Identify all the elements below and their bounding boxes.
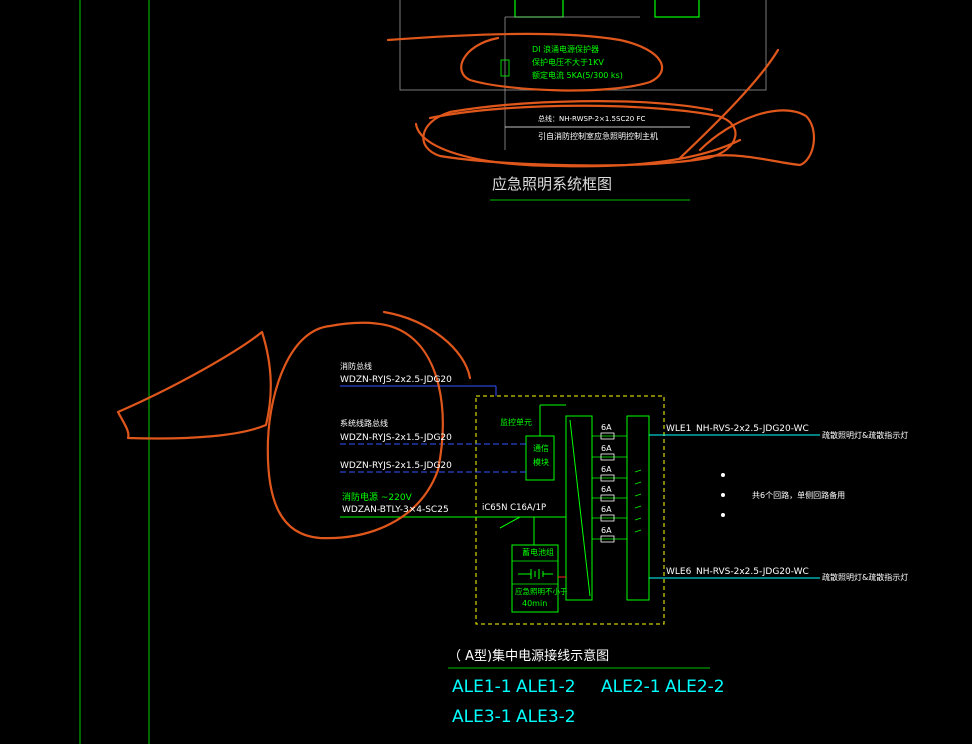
control-source-label: 引自消防控制室应急照明控制主机 (538, 132, 658, 141)
monitor-unit-label: 监控单元 (500, 418, 532, 427)
breaker-label: iC65N C16A/1P (482, 503, 547, 513)
continuation-dot-2 (721, 493, 725, 497)
battery-note-2: 40min (522, 599, 548, 608)
markup-loop-inputs (266, 321, 444, 540)
converter-box (565, 415, 593, 601)
busbar-marks (634, 469, 642, 533)
power-source-title: 消防电源 ~220V (342, 493, 412, 503)
bottom-wiring-diagram (340, 385, 820, 669)
battery-icon (518, 569, 553, 579)
spd-label-line2: 保护电压不大于1KV (532, 58, 604, 67)
battery-title: 蓄电池组 (522, 548, 554, 557)
circuit-bottom-id: WLE6 (666, 567, 692, 577)
system-bus-cable-1: WDZN-RYJS-2x1.5-JDG20 (340, 433, 452, 443)
battery-box (511, 544, 559, 613)
bottom-diagram-title: （ A型)集中电源接线示意图 (448, 649, 610, 664)
fire-bus-title: 消防总线 (340, 362, 372, 371)
top-module-left (514, 0, 564, 18)
breaker-switch (499, 516, 521, 529)
top-diagram-title: 应急照明系统框图 (492, 175, 613, 193)
markup-loop-bus-2 (414, 122, 742, 168)
markup-tail-right (678, 48, 815, 167)
spd-symbol (500, 59, 510, 77)
control-module-text-1: 通信 (533, 444, 549, 453)
fuse-rating-3: 6A (601, 465, 612, 474)
panel-label-ale3-2: ALE3-2 (516, 707, 576, 727)
circuit-middle-note: 共6个回路，单侧回路备用 (752, 491, 846, 500)
circuit-bottom-load: 疏散照明灯&疏散指示灯 (822, 573, 909, 582)
fuse-rating-1: 6A (601, 423, 612, 432)
circuit-top-cable: NH-RVS-2x2.5-JDG20-WC (696, 424, 809, 434)
control-module-text-2: 模块 (533, 458, 549, 467)
fuse-rating-4: 6A (601, 485, 612, 494)
markup-loop-spd (386, 32, 664, 92)
battery-note-1: 应急照明不小于 (515, 587, 568, 596)
top-system-diagram (399, 0, 767, 201)
continuation-dot-1 (721, 473, 725, 477)
system-bus-title: 系统线路总线 (340, 419, 388, 428)
top-module-right (654, 0, 700, 18)
fuse-rating-6: 6A (601, 526, 612, 535)
circuit-bottom-cable: NH-RVS-2x2.5-JDG20-WC (696, 567, 809, 577)
fire-bus-cable: WDZN-RYJS-2x2.5-JDG20 (340, 375, 452, 385)
panel-label-ale1-1: ALE1-1 (452, 677, 512, 697)
markup-annotations (116, 32, 815, 540)
fuse-rating-5: 6A (601, 505, 612, 514)
panel-label-ale3-1: ALE3-1 (452, 707, 512, 727)
panel-label-ale2-2: ALE2-2 (665, 677, 725, 697)
output-busbar (626, 415, 650, 601)
circuit-top-load: 疏散照明灯&疏散指示灯 (822, 431, 909, 440)
power-source-cable: WDZAN-BTLY-3×4-SC25 (342, 505, 449, 515)
markup-arrow-left (116, 330, 272, 440)
spd-label-line3: 额定电流 5KA(5/300 ks) (532, 71, 623, 80)
panel-label-ale2-1: ALE2-1 (601, 677, 661, 697)
continuation-dot-3 (721, 513, 725, 517)
power-cabinet-enclosure (475, 395, 665, 625)
spd-label-line1: DI 浪涌电源保护器 (532, 45, 600, 54)
circuit-top-id: WLE1 (666, 424, 692, 434)
system-bus-cable-2: WDZN-RYJS-2x1.5-JDG20 (340, 461, 452, 471)
fuse-rating-2: 6A (601, 444, 612, 453)
bus-cable-label: 总线：NH-RWSP-2×1.5SC20 FC (538, 115, 646, 123)
panel-label-ale1-2: ALE1-2 (516, 677, 576, 697)
markup-loop-inputs-tail (382, 310, 472, 380)
converter-diagonal (569, 419, 591, 597)
fuse-rows (592, 432, 627, 543)
